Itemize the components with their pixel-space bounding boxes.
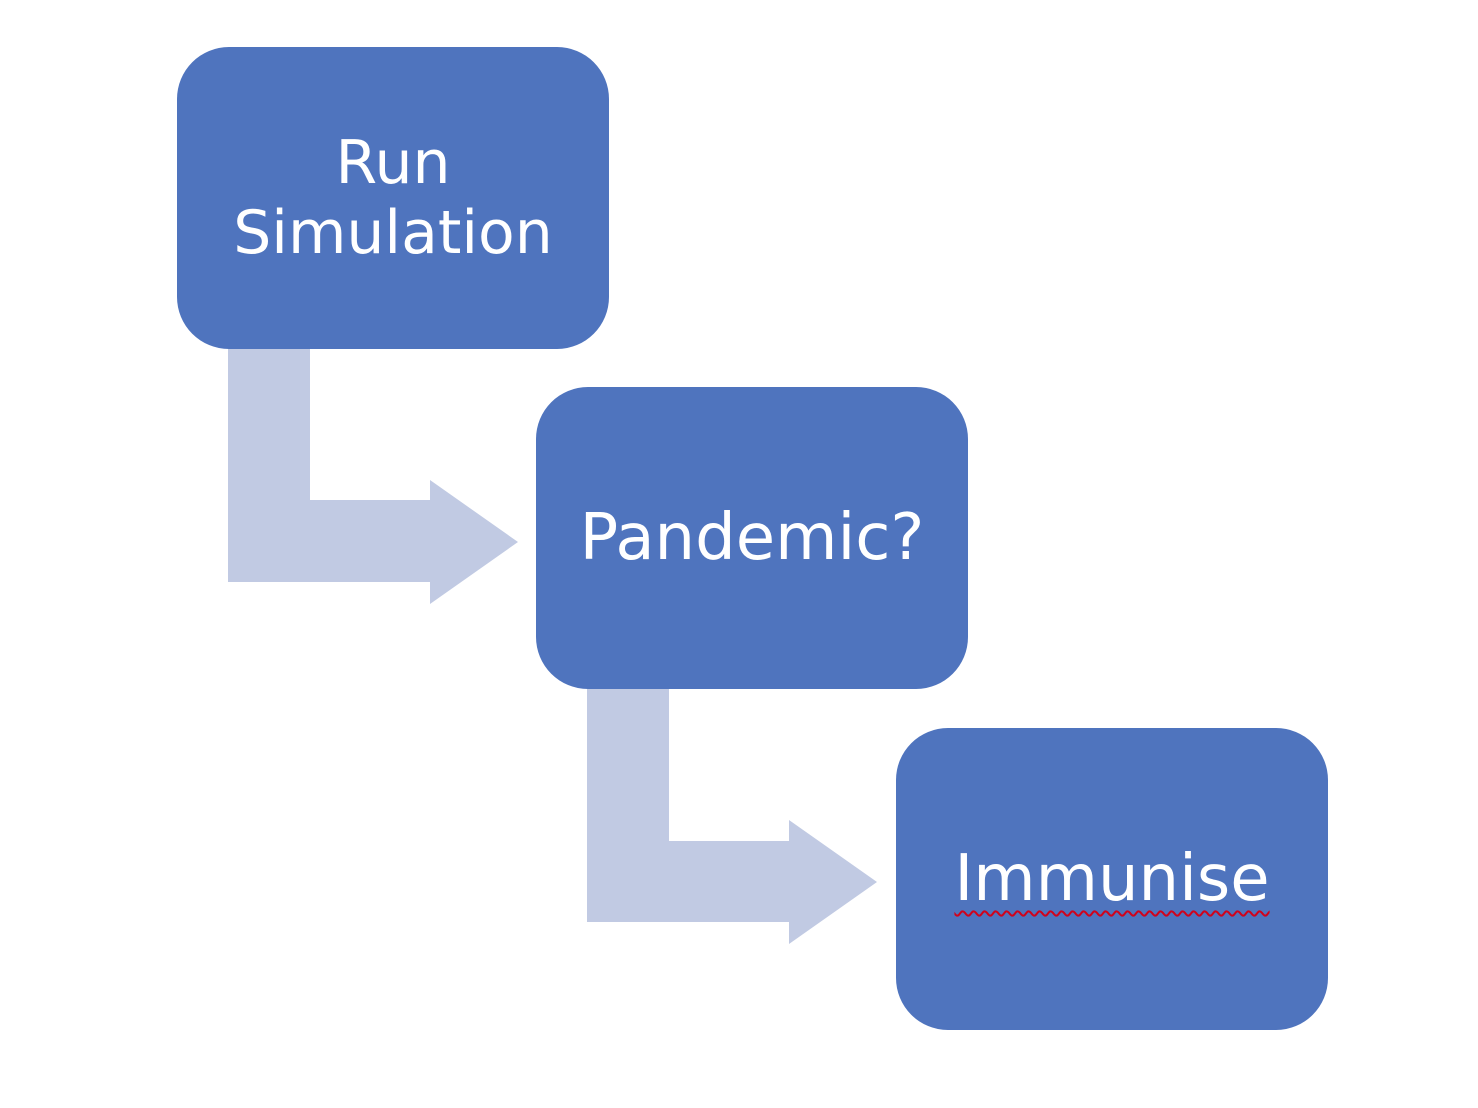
node-immunise-label: Immunise xyxy=(954,842,1270,916)
arrow-run-to-pandemic xyxy=(228,348,518,604)
node-immunise-label-wrap: Immunise xyxy=(954,842,1269,916)
node-run-simulation-label: Run Simulation xyxy=(233,128,553,268)
node-immunise[interactable]: Immunise xyxy=(896,728,1328,1030)
node-pandemic-label: Pandemic? xyxy=(579,501,925,575)
node-run-simulation-line2: Simulation xyxy=(233,198,553,268)
node-run-simulation-line1: Run xyxy=(335,128,451,198)
node-run-simulation[interactable]: Run Simulation xyxy=(177,47,609,349)
arrow-pandemic-to-immunise xyxy=(587,689,877,944)
node-pandemic[interactable]: Pandemic? xyxy=(536,387,968,689)
